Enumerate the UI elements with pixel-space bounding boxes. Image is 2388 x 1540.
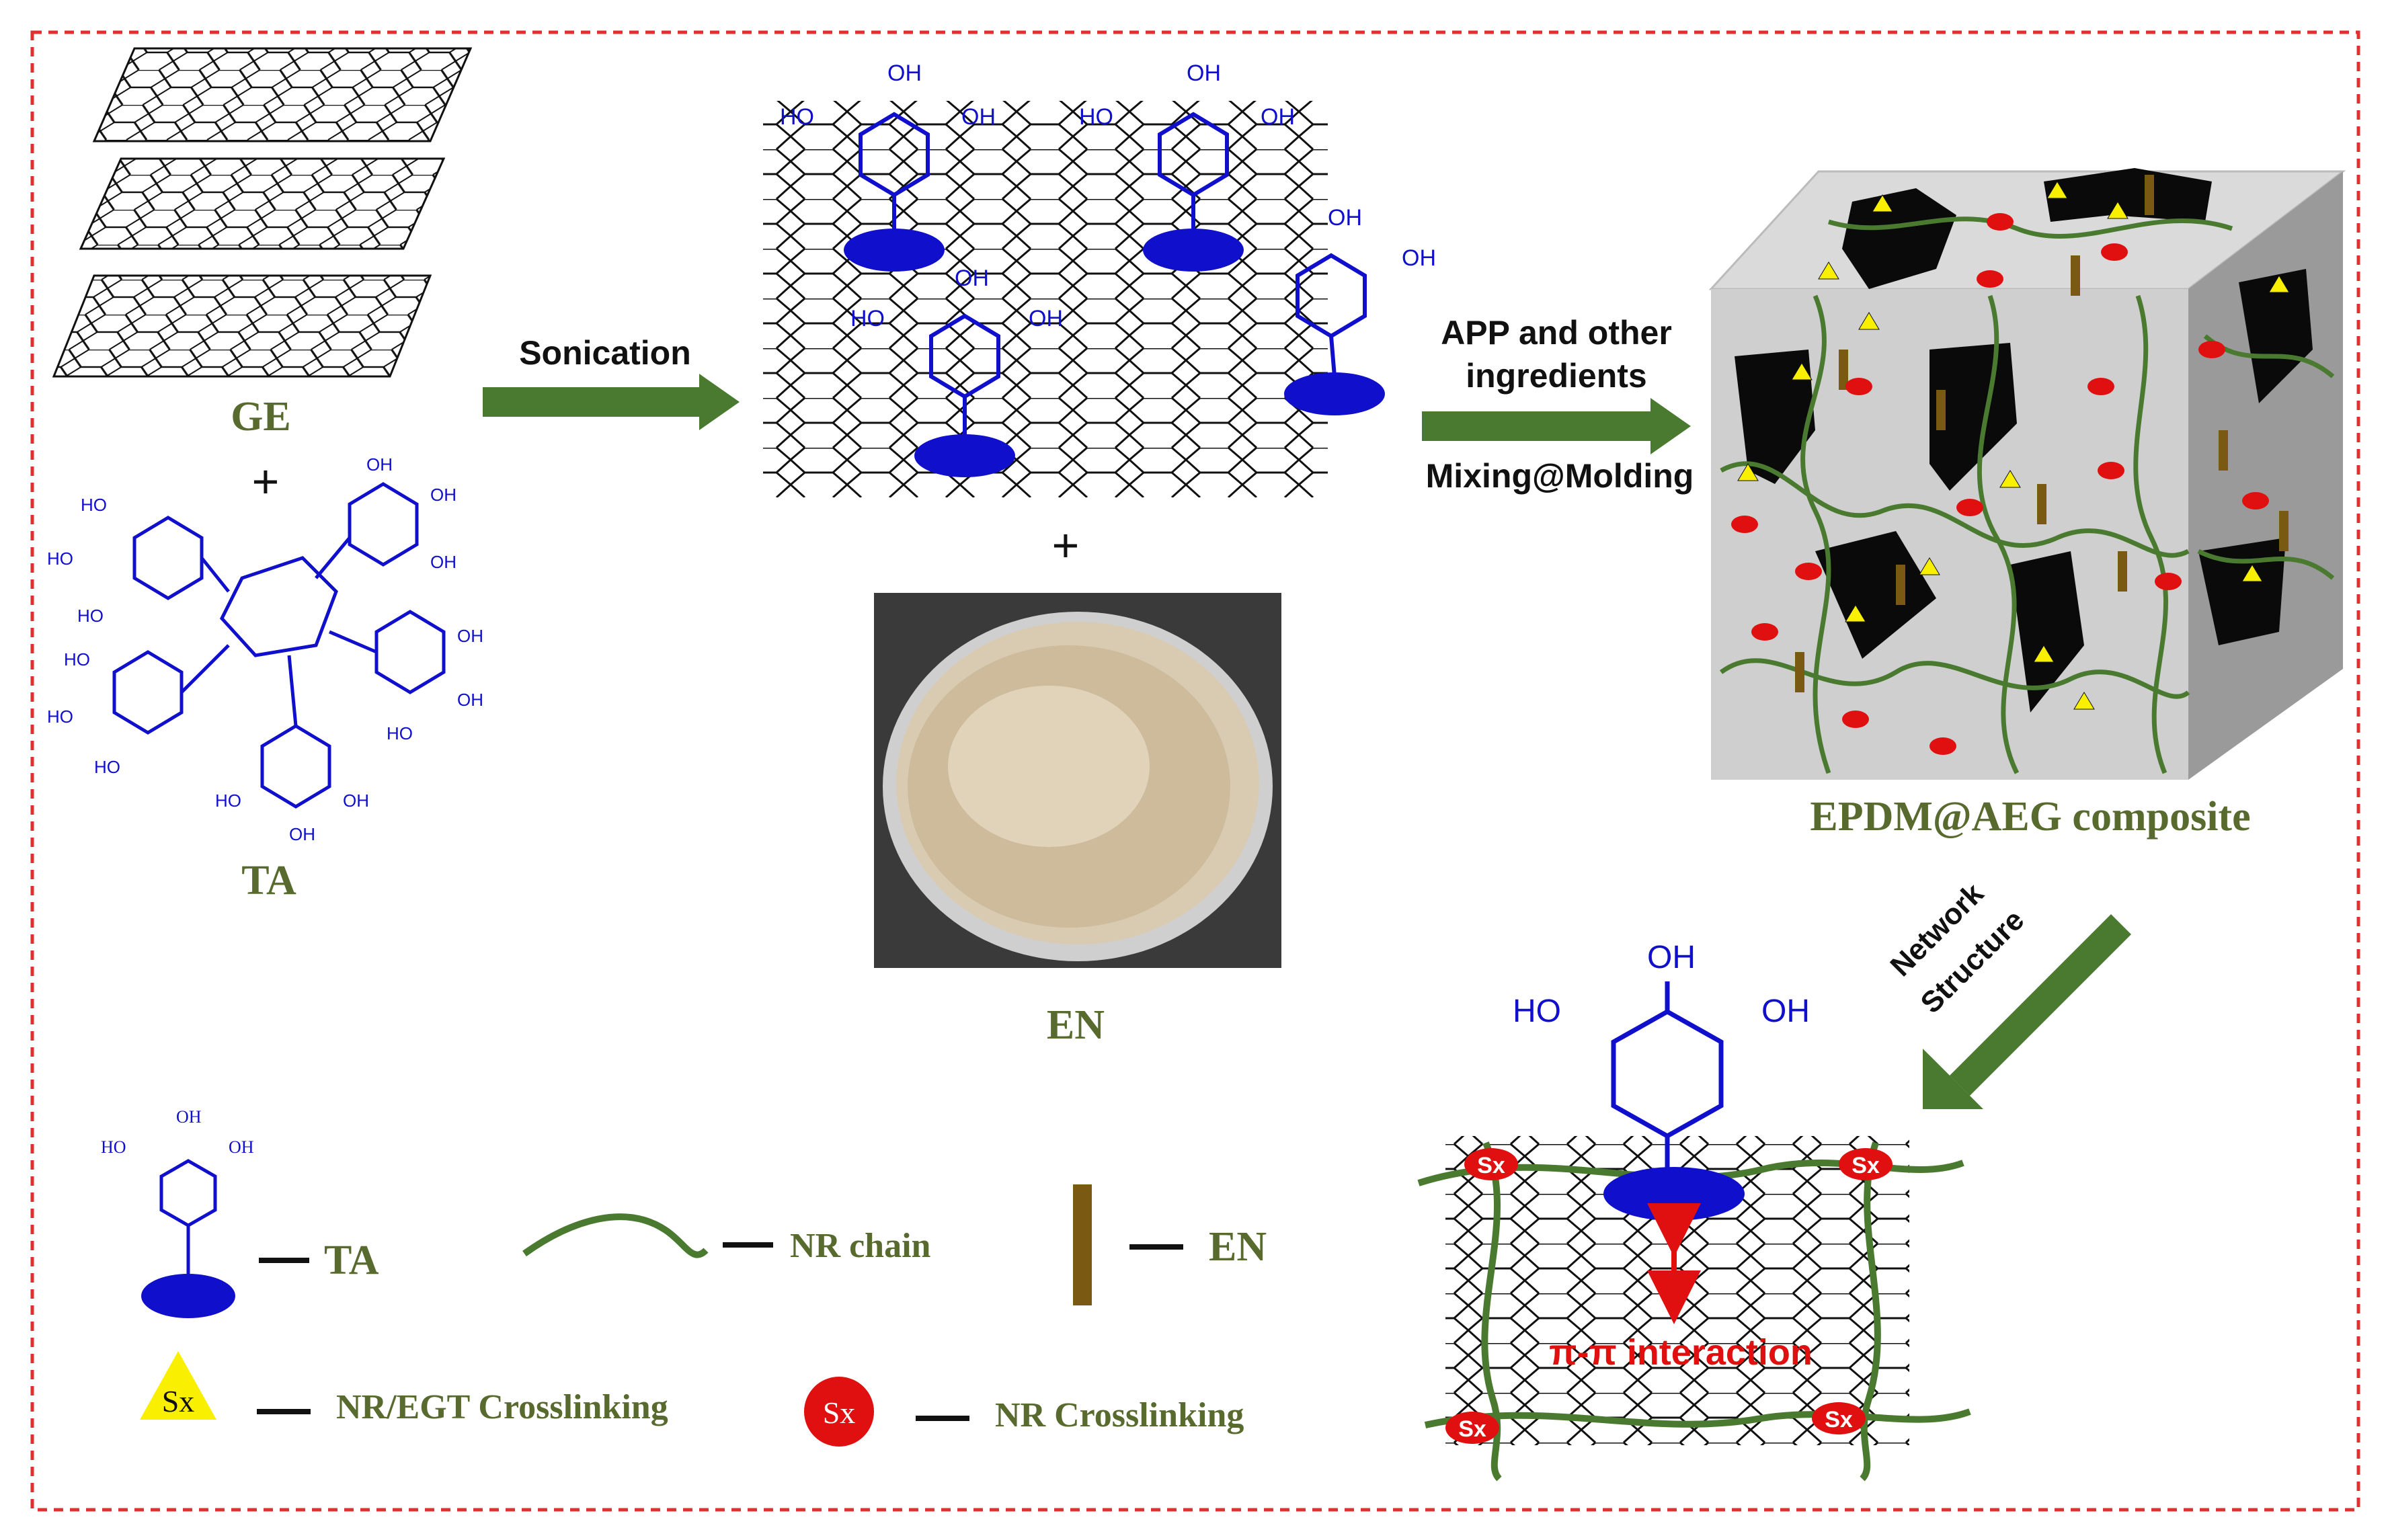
svg-text:HO: HO xyxy=(64,649,90,670)
svg-text:HO: HO xyxy=(1513,994,1561,1029)
svg-text:HO: HO xyxy=(94,757,120,777)
graphene-stack-illustration xyxy=(52,47,473,378)
svg-text:HO: HO xyxy=(850,306,885,331)
svg-text:OH: OH xyxy=(430,552,456,572)
svg-text:OH: OH xyxy=(457,626,483,646)
svg-text:Sx: Sx xyxy=(1825,1407,1853,1432)
network-label: Network Structure xyxy=(1884,877,2030,1020)
en-label: EN xyxy=(1047,1002,1105,1048)
legend-nr-cross-label: NR Crosslinking xyxy=(995,1396,1244,1434)
svg-text:HO: HO xyxy=(1079,104,1113,130)
composite-label: EPDM@AEG composite xyxy=(1810,794,2250,840)
legend-ta-symbol xyxy=(141,1159,235,1318)
svg-text:HO: HO xyxy=(77,606,104,626)
svg-text:HO: HO xyxy=(387,723,413,743)
legend-nr-circle-symbol xyxy=(804,1377,874,1447)
legend-egt-triangle-symbol xyxy=(140,1351,216,1420)
cube-nr-chains xyxy=(1719,216,2335,774)
legend-en-label: EN xyxy=(1209,1224,1267,1270)
network-detail-ta-molecule xyxy=(1603,981,1745,1221)
svg-text:Sx: Sx xyxy=(1852,1153,1880,1178)
plus-sign-center: + xyxy=(1052,519,1080,571)
svg-text:OH: OH xyxy=(1328,205,1362,231)
legend-nr-chain-symbol xyxy=(522,1213,709,1258)
svg-text:OH: OH xyxy=(1647,940,1696,975)
cube-sx-yellow-nodes xyxy=(1737,181,2290,710)
svg-text:HO: HO xyxy=(47,549,73,569)
network-arrow xyxy=(1923,914,2131,1109)
ta-label: TA xyxy=(241,858,296,903)
svg-text:OH: OH xyxy=(1187,60,1221,86)
tannic-acid-structure xyxy=(112,482,446,809)
legend-egt-triangle-sx: Sx xyxy=(162,1384,195,1418)
svg-text:Sx: Sx xyxy=(1477,1153,1505,1178)
hybrid-hydroxyl-labels: OH HO OH OH HO OH OH HO OH OH OH xyxy=(780,60,1436,331)
plus-sign-left: + xyxy=(252,455,280,508)
sonication-label: Sonication xyxy=(519,334,691,372)
svg-text:HO: HO xyxy=(215,791,241,811)
network-detail-hydroxyl-labels: OH HO OH xyxy=(1513,940,1810,1029)
svg-text:OH: OH xyxy=(366,454,393,475)
svg-text:OH: OH xyxy=(955,266,989,291)
legend-ta-label: TA xyxy=(324,1238,379,1283)
mixing-label: Mixing@Molding xyxy=(1426,457,1694,495)
legend-en-rod-symbol xyxy=(1073,1184,1092,1305)
svg-text:HO: HO xyxy=(780,104,814,130)
svg-text:OH: OH xyxy=(289,824,315,844)
mixing-arrow xyxy=(1422,398,1691,454)
svg-text:HO: HO xyxy=(81,495,107,515)
network-detail-chains xyxy=(1417,1141,1971,1482)
pi-interaction-label: π-π interaction xyxy=(1549,1332,1813,1373)
svg-text:OH: OH xyxy=(961,104,996,130)
svg-text:OH: OH xyxy=(430,485,456,505)
ta-graphene-hybrid-sheet xyxy=(763,101,1328,497)
cube-sx-red-nodes xyxy=(1731,213,2269,755)
svg-text:HO: HO xyxy=(47,706,73,727)
en-powder-photo xyxy=(874,593,1281,968)
svg-text:OH: OH xyxy=(229,1137,254,1157)
tannic-acid-hydroxyl-labels: HO HO HO OH OH OH OH OH HO HO HO HO HO O… xyxy=(47,454,483,844)
svg-text:OH: OH xyxy=(887,60,922,86)
svg-text:OH: OH xyxy=(1261,104,1295,130)
svg-text:OH: OH xyxy=(343,791,369,811)
legend-ta-symbol-hydroxyls: OH HO OH xyxy=(101,1107,254,1157)
svg-text:HO: HO xyxy=(101,1137,126,1157)
app-label-line2: ingredients xyxy=(1466,357,1646,395)
ge-label: GE xyxy=(231,394,291,440)
svg-text:OH: OH xyxy=(1761,994,1810,1029)
ta-anchors-on-graphene xyxy=(844,112,1385,477)
cube-graphene-flakes xyxy=(1735,168,2313,713)
cube-en-rods xyxy=(1795,175,2288,692)
legend-nr-chain-label: NR chain xyxy=(790,1227,931,1265)
svg-text:OH: OH xyxy=(1029,306,1063,331)
svg-text:Sx: Sx xyxy=(1458,1416,1486,1442)
legend-nr-circle-sx: Sx xyxy=(823,1395,856,1430)
svg-text:OH: OH xyxy=(457,690,483,710)
network-detail-sx-nodes: Sx Sx Sx Sx xyxy=(1445,1148,1893,1444)
diagram-border xyxy=(30,30,2360,1512)
sonication-arrow xyxy=(483,374,740,430)
svg-text:OH: OH xyxy=(1402,245,1436,271)
app-label-line1: APP and other xyxy=(1441,314,1672,352)
legend-nr-egt-label: NR/EGT Crosslinking xyxy=(336,1388,668,1426)
svg-text:OH: OH xyxy=(176,1107,202,1127)
